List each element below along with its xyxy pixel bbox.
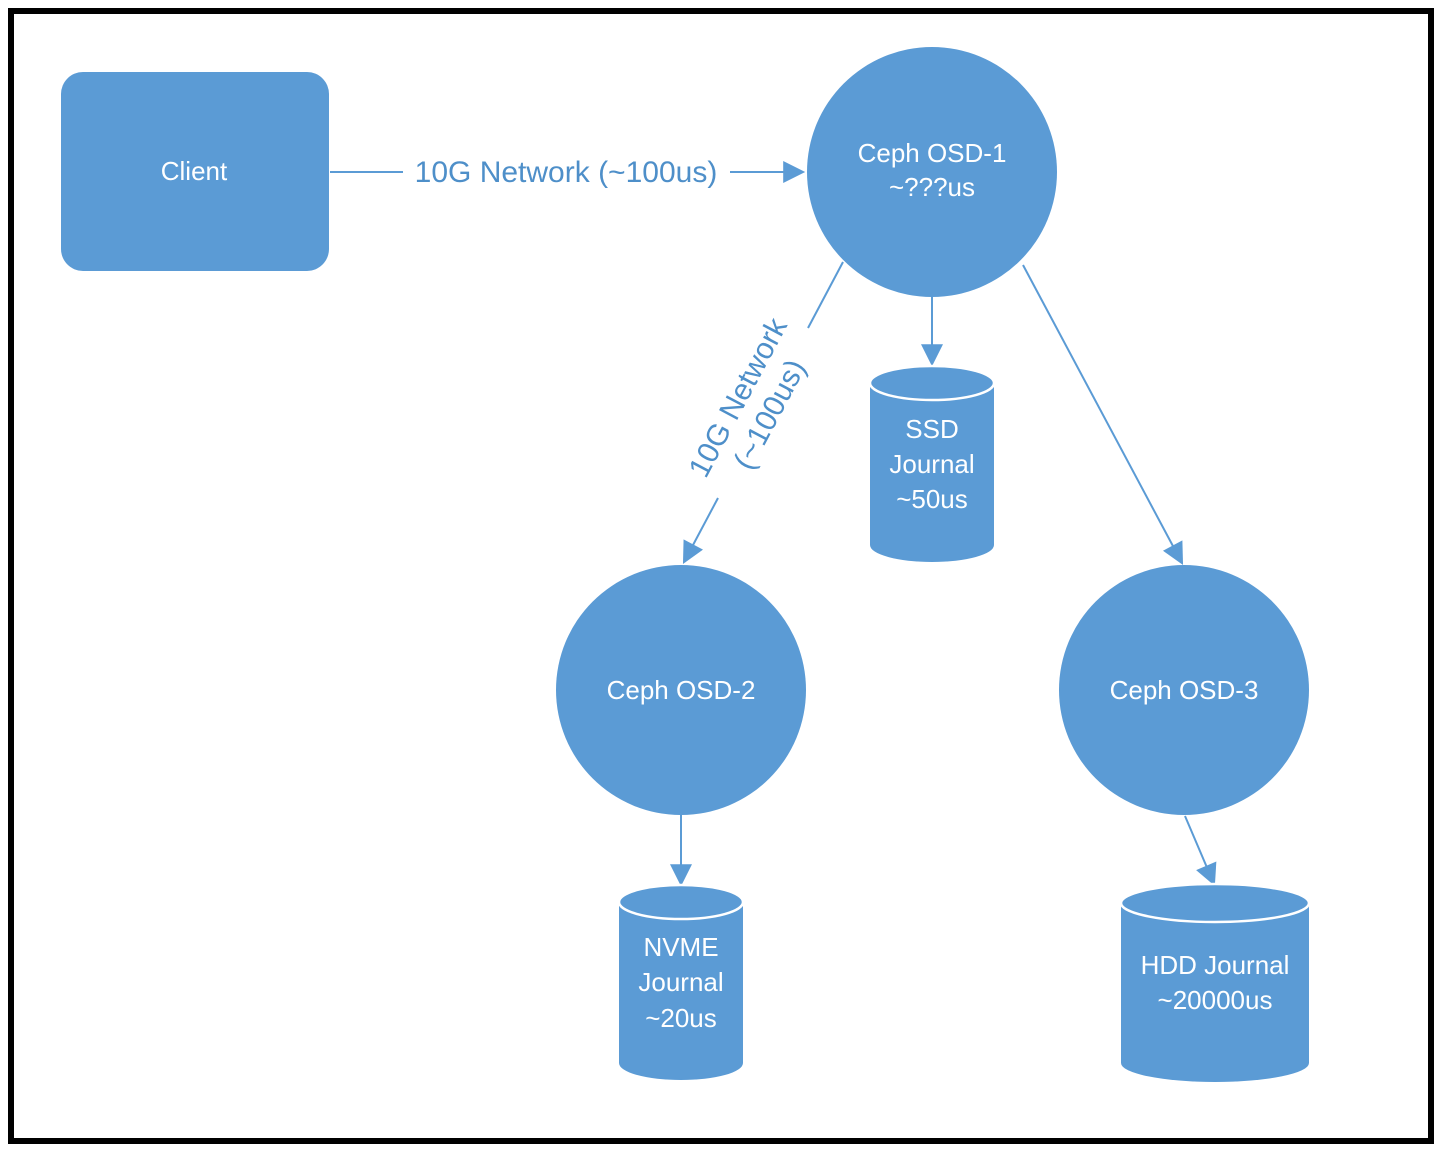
ssd-journal-label-line2: Journal (889, 449, 974, 479)
edge-osd3-to-hdd (1184, 815, 1217, 887)
osd3-label: Ceph OSD-3 (1110, 675, 1259, 705)
nvme-journal-label-line1: NVME (643, 932, 718, 962)
osd2-label: Ceph OSD-2 (607, 675, 756, 705)
ssd-journal-latency: ~50us (896, 484, 968, 514)
nvme-journal-node: NVME Journal ~20us (617, 883, 745, 1080)
edge-label-client-to-osd1: 10G Network (~100us) (415, 156, 718, 189)
nvme-journal-label-line2: Journal (638, 967, 723, 997)
ssd-journal-node: SSD Journal ~50us (868, 364, 996, 562)
nvme-journal-latency: ~20us (645, 1003, 717, 1033)
client-node: Client (61, 72, 329, 271)
hdd-journal-label: HDD Journal (1141, 950, 1290, 980)
edge-osd1-to-osd3 (1022, 264, 1184, 565)
edge-osd1-to-osd2 (682, 261, 844, 564)
osd1-node: Ceph OSD-1 ~???us (807, 47, 1057, 297)
osd3-node: Ceph OSD-3 (1059, 565, 1309, 815)
ssd-journal-label-line1: SSD (905, 414, 958, 444)
hdd-journal-node: HDD Journal ~20000us (1119, 882, 1311, 1082)
client-label: Client (161, 156, 228, 186)
osd1-label: Ceph OSD-1 (858, 138, 1007, 168)
osd2-node: Ceph OSD-2 (556, 565, 806, 815)
osd1-latency: ~???us (889, 172, 975, 202)
hdd-journal-latency: ~20000us (1158, 985, 1273, 1015)
